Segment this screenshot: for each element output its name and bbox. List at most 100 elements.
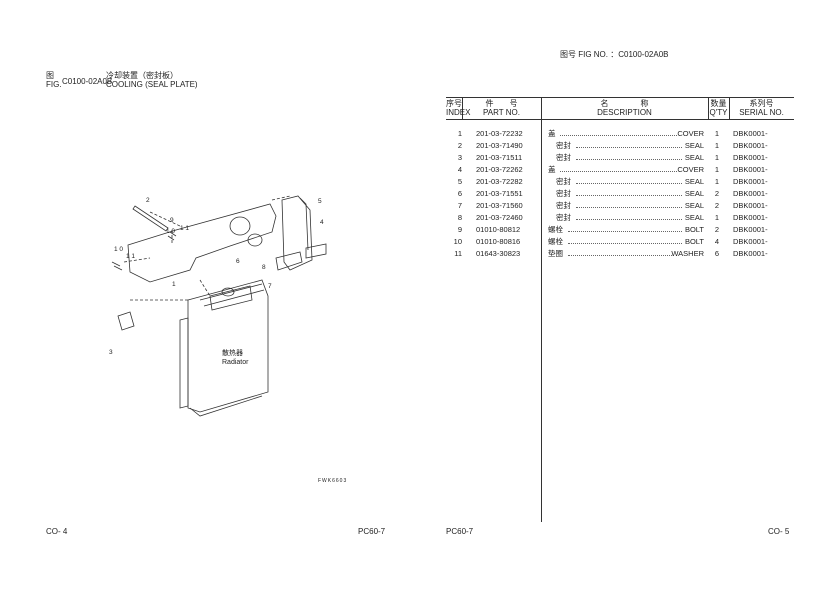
callout-1: 1 [172,281,176,288]
callout-11b: 1 1 [180,225,189,232]
row-part-no: 201-03-71490 [476,141,523,150]
leader-dots [576,159,682,160]
seal-ring-part6a [229,216,251,236]
row-desc-en: COVER [677,129,704,138]
row-desc-cn: 密封 [556,177,571,186]
seal-part8 [275,251,303,271]
callout-8: 8 [262,264,266,271]
row-part-no: 201-03-71511 [476,153,523,162]
table-row: 3 201-03-71511 密封 SEAL 1 DBK0001- [446,152,794,164]
row-part-no: 201-03-72232 [476,129,523,138]
row-index: 4 [457,165,462,174]
cover-part3 [117,311,135,331]
leader-dots [568,255,672,256]
row-qty: 4 [714,237,720,246]
row-qty: 2 [714,189,720,198]
row-index: 11 [454,249,462,258]
header-desc-cn: 名 称 [600,99,649,108]
row-desc-cn: 密封 [556,201,571,210]
radiator-label-en: Radiator [222,359,249,366]
row-index: 2 [457,141,462,150]
row-qty: 2 [714,225,720,234]
row-desc-en: COVER [677,165,704,174]
row-desc-en: SEAL [684,141,704,150]
row-part-no: 201-03-71551 [476,189,523,198]
row-desc-en: BOLT [684,237,704,246]
row-index: 3 [457,153,462,162]
row-desc-en: SEAL [684,153,704,162]
row-serial: DBK0001- [733,225,768,234]
leader-dots [560,171,677,172]
row-index: 7 [457,201,462,210]
row-desc-en: SEAL [684,213,704,222]
callout-3: 3 [109,349,113,356]
row-serial: DBK0001- [733,201,768,210]
seal-strip-part2 [132,205,169,232]
radiator-core [187,279,269,413]
row-desc-cn: 密封 [556,189,571,198]
row-serial: DBK0001- [733,177,768,186]
row-part-no: 01643-30823 [476,249,521,258]
row-serial: DBK0001- [733,141,768,150]
callout-2: 2 [146,197,150,204]
row-desc-cn: 螺栓 [548,225,563,234]
row-desc-cn: 盖 [548,129,556,138]
figure-title-en: COOLING (SEAL PLATE) [106,80,198,89]
callout-11a: 1 1 [126,253,135,260]
row-qty: 1 [714,213,720,222]
row-part-no: 01010-80816 [476,237,521,246]
row-desc-cn: 密封 [556,153,571,162]
row-qty: 1 [714,141,720,150]
row-desc-cn: 密封 [556,141,571,150]
header-qty-cn: 数量 [710,99,727,108]
callout-7: 7 [268,283,272,290]
row-part-no: 01010-80812 [476,225,521,234]
callout-9: 9 [170,217,174,224]
leader-dots [568,243,682,244]
row-qty: 1 [714,153,720,162]
row-serial: DBK0001- [733,165,768,174]
header-part-cn: 件 号 [485,99,518,108]
callout-4: 4 [320,219,324,226]
row-index: 1 [457,129,462,138]
callout-10b: 1 0 [166,228,175,235]
row-part-no: 201-03-72460 [476,213,523,222]
seal-ring-part6b [247,233,263,247]
row-qty: 1 [714,129,720,138]
leader-dots [576,147,682,148]
row-index: 9 [457,225,462,234]
callout-6: 6 [236,258,240,265]
row-desc-en: WASHER [671,249,704,258]
row-serial: DBK0001- [733,153,768,162]
header-serial-en: SERIAL NO. [739,108,784,117]
cover-part4 [281,195,313,271]
row-qty: 2 [714,201,720,210]
exploded-parts-diagram: 1 2 3 4 5 6 7 8 9 1 0 1 1 1 0 1 1 [109,195,327,417]
fig-label-en: FIG. [46,80,62,89]
row-serial: DBK0001- [733,237,768,246]
header-part-en: PART NO. [483,108,520,117]
callout-5: 5 [318,198,322,205]
left-page-number: CO- 4 [46,527,68,536]
header-index-en: INDEX [446,108,471,117]
row-index: 10 [453,237,462,246]
row-index: 8 [457,213,462,222]
row-desc-en: SEAL [684,177,704,186]
leader-dots [576,195,682,196]
row-desc-en: SEAL [684,189,704,198]
figure-title-cn: 冷却装置（密封板） [106,71,178,80]
right-page-number: CO- 5 [768,527,790,536]
row-serial: DBK0001- [733,189,768,198]
row-index: 6 [457,189,462,198]
leader-dots [568,231,682,232]
row-desc-cn: 螺栓 [548,237,563,246]
fig-label-cn: 图 [46,71,54,80]
row-part-no: 201-03-72262 [476,165,523,174]
table-row: 6 201-03-71551 密封 SEAL 2 DBK0001- [446,188,794,200]
